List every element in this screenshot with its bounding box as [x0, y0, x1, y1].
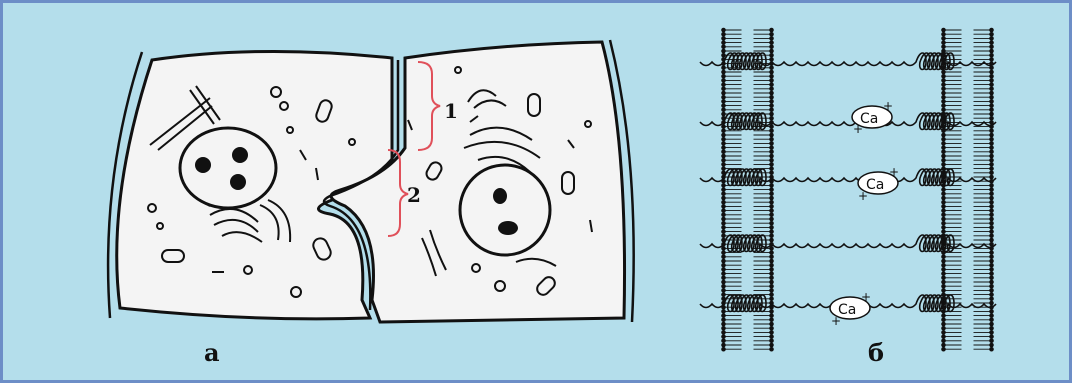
callout-1: 1 — [444, 99, 458, 123]
svg-text:+: + — [831, 314, 841, 328]
panel-a-label: а — [204, 338, 220, 367]
left-nucleolus — [232, 147, 248, 163]
svg-text:+: + — [858, 189, 868, 203]
calcium-ion: Ca + + — [852, 99, 893, 136]
left-nucleus — [180, 128, 276, 208]
panel-b: Ca + + Ca + + Ca + + б — [700, 28, 996, 367]
right-nucleolus — [498, 221, 518, 235]
calcium-ion: Ca + + — [830, 290, 871, 328]
left-nucleolus — [230, 174, 246, 190]
panel-a: 1 2 а — [108, 40, 634, 367]
left-nucleolus — [195, 157, 211, 173]
svg-text:+: + — [883, 99, 893, 113]
panel-b-label: б — [868, 338, 884, 367]
svg-text:+: + — [861, 290, 871, 304]
svg-text:+: + — [853, 122, 863, 136]
right-nucleolus — [493, 188, 507, 204]
svg-text:+: + — [889, 165, 899, 179]
right-nucleus — [460, 165, 550, 255]
callout-2: 2 — [407, 183, 421, 207]
protein-strands — [700, 53, 996, 312]
calcium-ion: Ca + + — [858, 165, 899, 203]
svg-text:Ca: Ca — [866, 177, 884, 193]
